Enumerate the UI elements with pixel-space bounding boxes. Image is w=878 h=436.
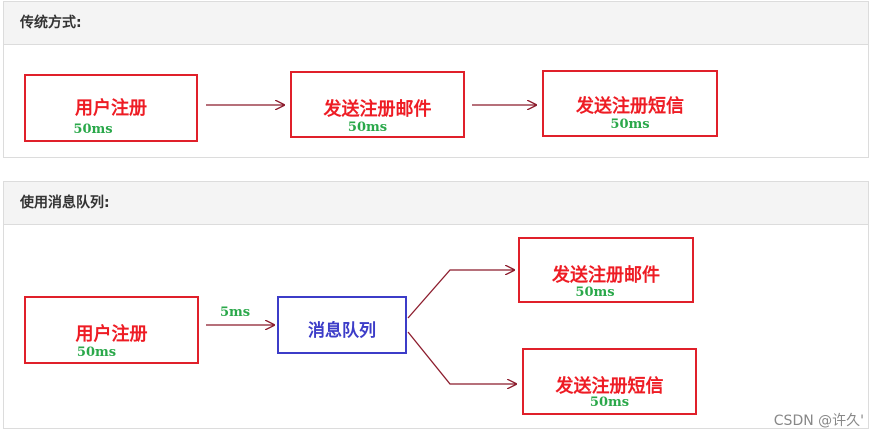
message-queue-box: 消息队列 [277,296,407,354]
queue-email-time: 50ms [575,285,615,300]
queue-sms-label: 发送注册短信 [555,376,664,397]
queue-sms-time: 50ms [589,395,630,410]
traditional-email-box: 发送注册邮件 50ms [290,71,465,138]
traditional-sms-label: 发送注册短信 [576,96,684,117]
traditional-email-time: 50ms [347,120,388,135]
traditional-sms-box: 发送注册短信 50ms [542,70,718,137]
queue-register-box: 用户注册 50ms [24,296,199,364]
traditional-panel-title: 传统方式: [4,2,868,45]
queue-email-box: 发送注册邮件 50ms [518,237,694,303]
queue-panel-title: 使用消息队列: [4,182,868,225]
csdn-watermark: CSDN @许久' [773,413,864,429]
traditional-email-label: 发送注册邮件 [323,99,432,120]
queue-register-time: 50ms [76,345,117,360]
traditional-register-time: 50ms [73,122,113,137]
message-queue-label: 消息队列 [308,321,376,341]
traditional-register-box: 用户注册 50ms [24,74,198,142]
queue-register-label: 用户注册 [75,324,148,345]
queue-email-label: 发送注册邮件 [552,265,660,286]
queue-edge-time: 5ms [220,305,251,320]
traditional-register-label: 用户注册 [75,98,147,119]
queue-sms-box: 发送注册短信 50ms [522,348,697,415]
traditional-sms-time: 50ms [610,117,650,132]
